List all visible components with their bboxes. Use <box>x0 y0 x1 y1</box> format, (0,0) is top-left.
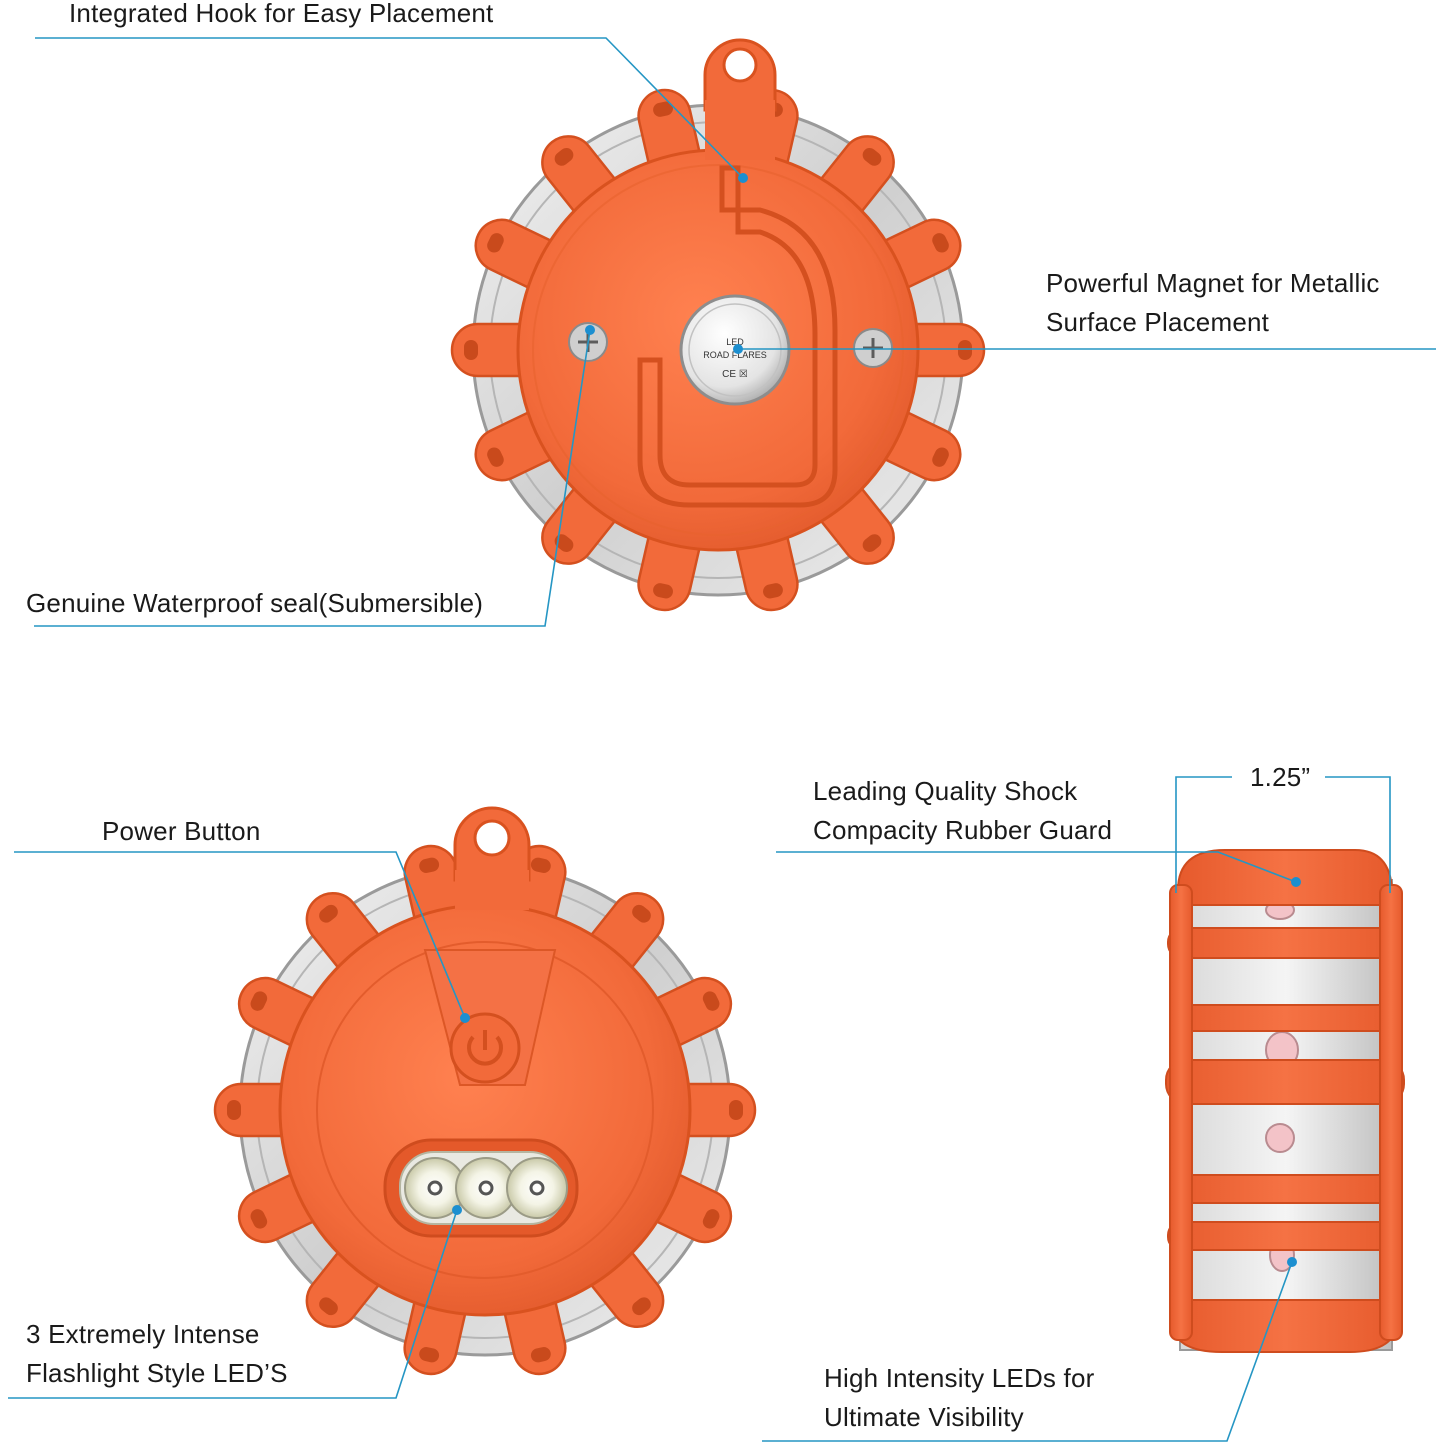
leader-guard-dot <box>1291 877 1301 887</box>
leader-magnet-dot <box>733 344 743 354</box>
screw-right <box>853 328 893 368</box>
leader-seal-dot <box>585 325 595 335</box>
dimension-bracket <box>1175 776 1232 893</box>
magnet-badge-road-flares-text: ROAD FLARES <box>703 350 767 360</box>
leader-leds-dot <box>1287 1257 1297 1267</box>
flare-side-view <box>1165 849 1405 1353</box>
callout-rubber-guard-line1: Leading Quality Shock <box>813 776 1078 806</box>
dimension-bracket-right <box>1325 776 1391 893</box>
power-button <box>449 1012 521 1084</box>
leader-power <box>14 851 466 1019</box>
leader-flashlight-dot <box>452 1205 462 1215</box>
callout-rubber-guard-line2: Compacity Rubber Guard <box>813 815 1113 845</box>
hanging-hook-ring <box>703 38 777 160</box>
callout-flashlight-line1: 3 Extremely Intense <box>26 1319 260 1349</box>
dimension-label: 1.25” <box>1250 762 1311 792</box>
flashlight-led-window <box>383 1138 579 1238</box>
leader-power-dot <box>460 1013 470 1023</box>
leader-flashlight <box>8 1209 458 1399</box>
magnet-badge-certification-marks: CE ☒ <box>722 369 748 380</box>
leader-hook-dot <box>738 173 748 183</box>
callout-waterproof-seal: Genuine Waterproof seal(Submersible) <box>26 588 484 618</box>
hanging-hook-ring <box>453 806 531 910</box>
leader-hook <box>35 37 744 179</box>
leader-lines <box>8 37 1436 1442</box>
callout-magnet-line2: Surface Placement <box>1046 307 1270 337</box>
magnet-badge-led-text: LED <box>726 337 744 347</box>
callout-leds-line1: High Intensity LEDs for <box>824 1363 1095 1393</box>
callout-flashlight-line2: Flashlight Style LED’S <box>26 1358 288 1388</box>
callout-magnet-line1: Powerful Magnet for Metallic <box>1046 268 1380 298</box>
callout-leds-line2: Ultimate Visibility <box>824 1402 1024 1432</box>
callout-power-button: Power Button <box>102 816 261 846</box>
flare-front-view <box>213 806 757 1376</box>
flare-back-view: LED ROAD FLARES CE ☒ <box>450 38 986 612</box>
leader-guard <box>776 851 1297 883</box>
integrated-hook-channel <box>637 165 838 508</box>
leader-seal <box>34 329 591 627</box>
leader-leds <box>762 1261 1293 1442</box>
callout-integrated-hook: Integrated Hook for Easy Placement <box>69 0 494 28</box>
flashlight-led-3 <box>506 1157 568 1219</box>
